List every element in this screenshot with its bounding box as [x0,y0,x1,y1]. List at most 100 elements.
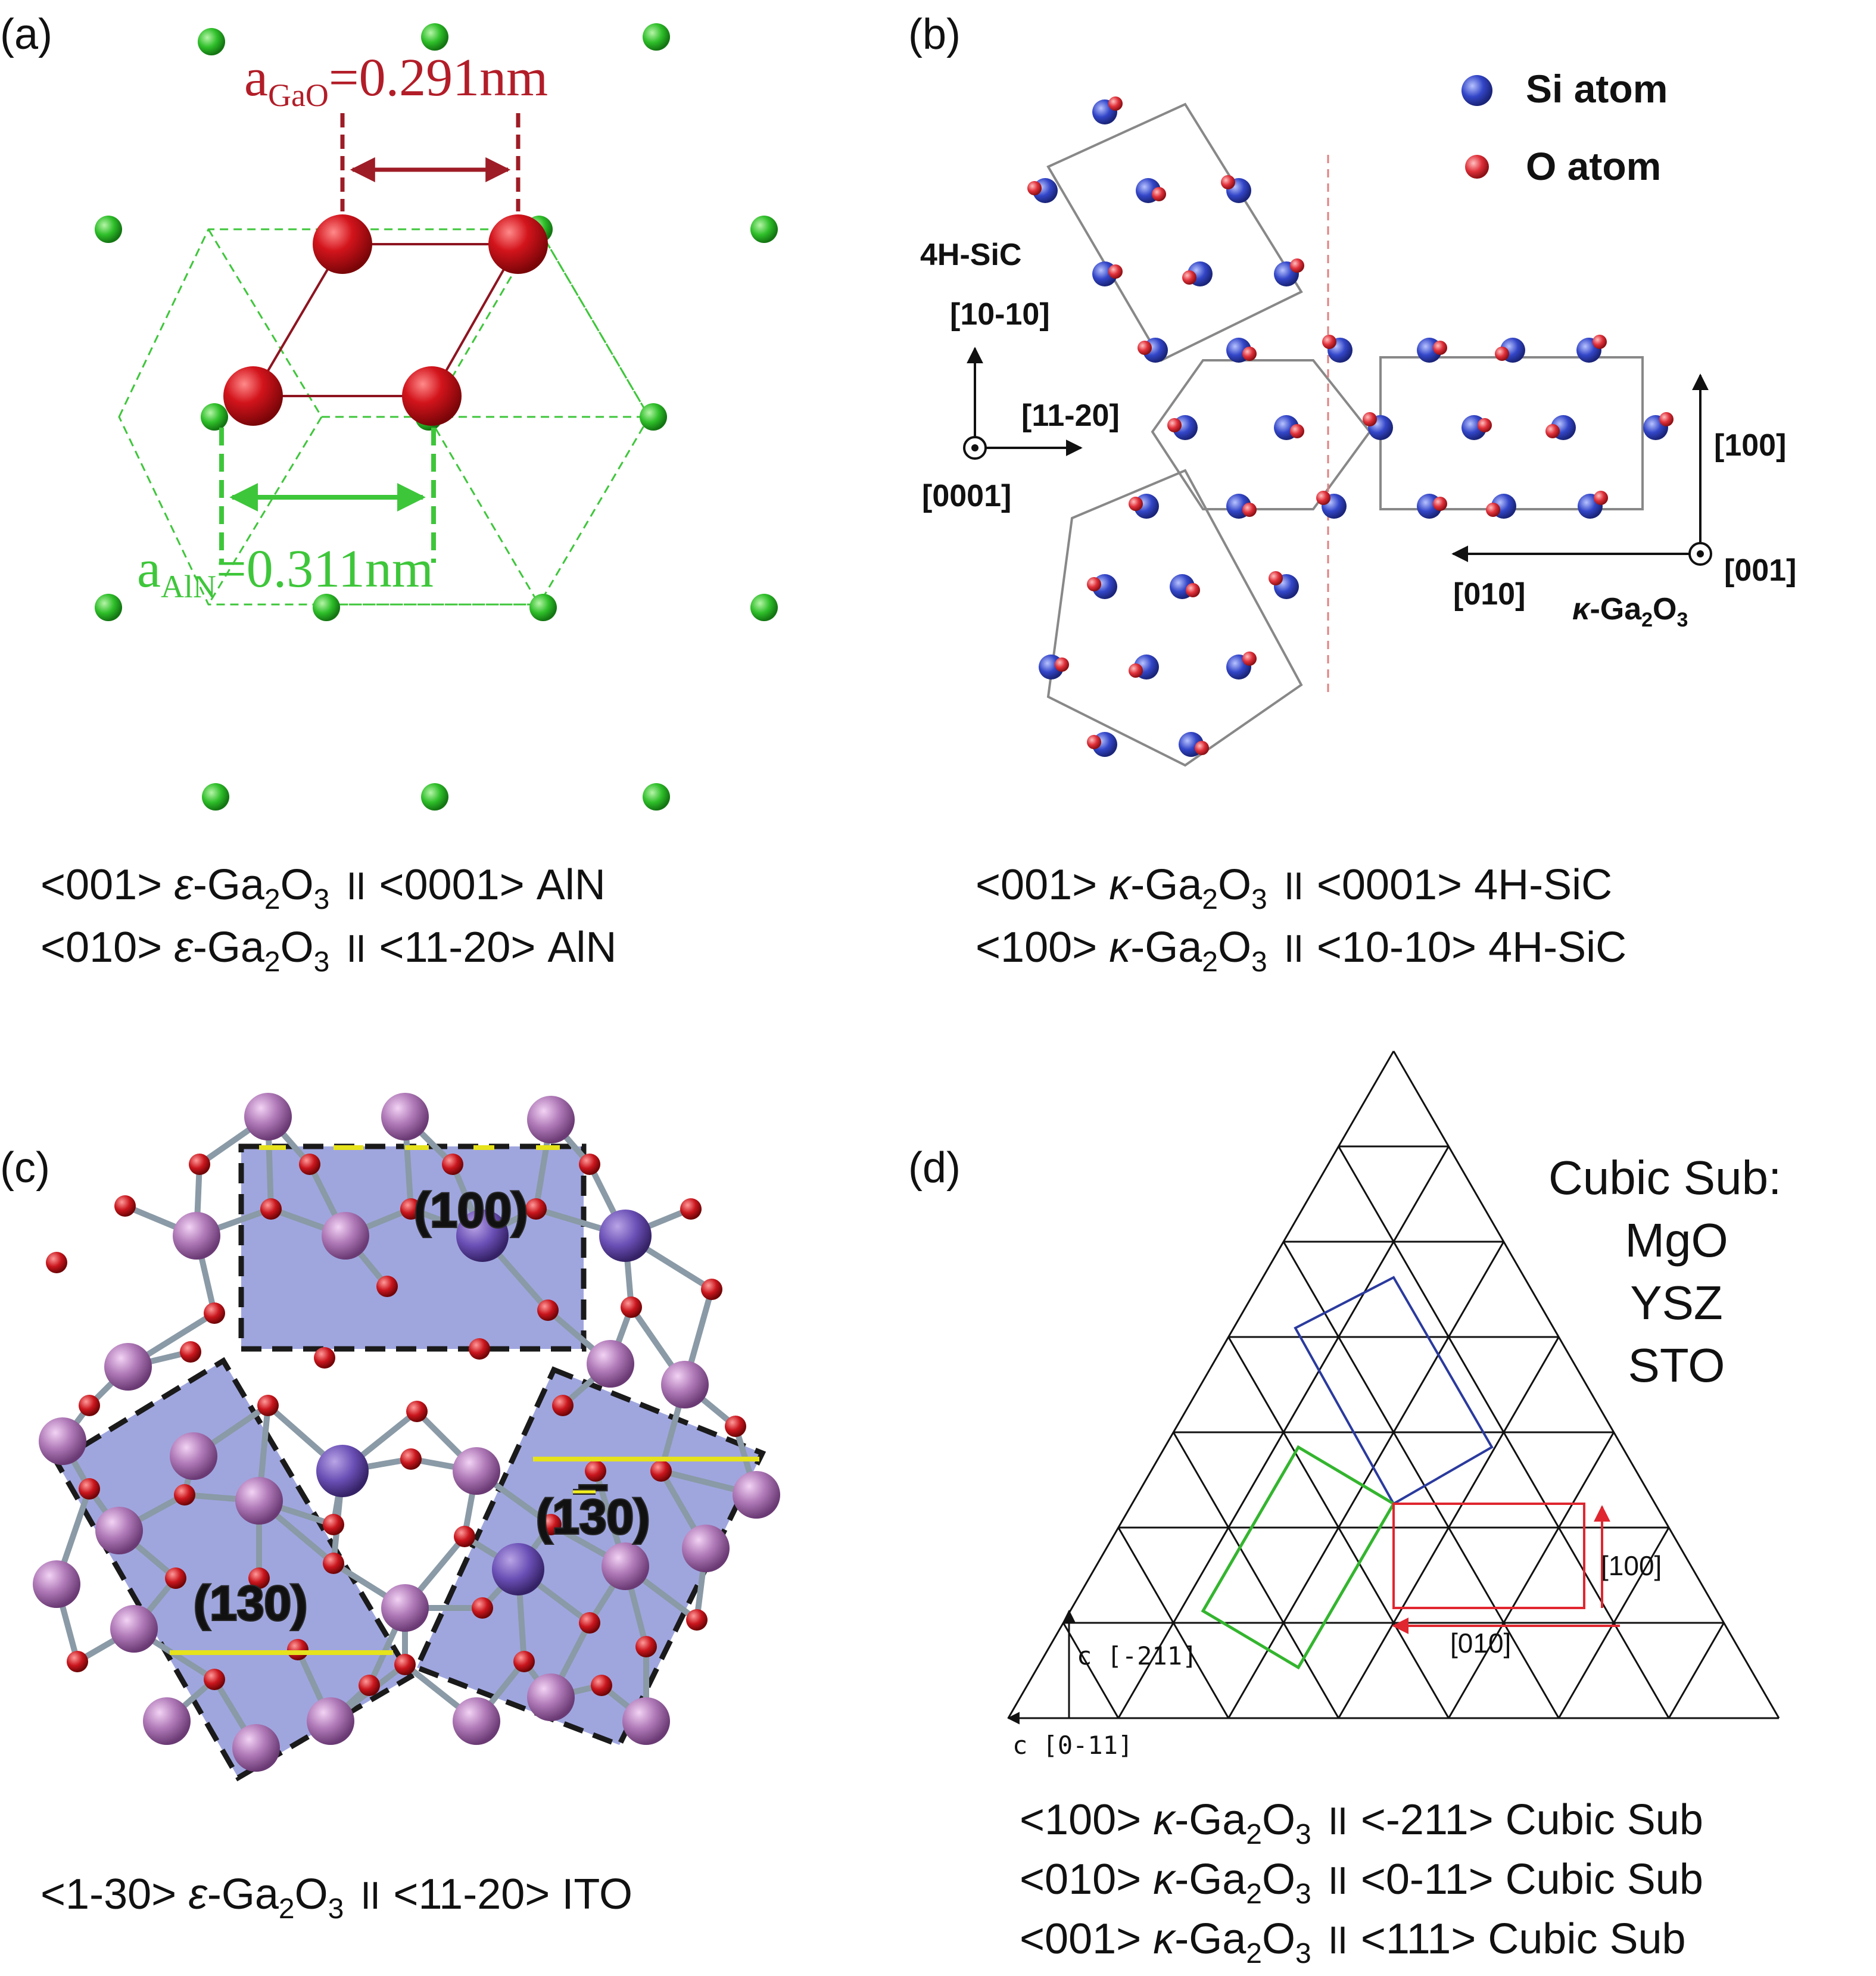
o-atom [174,1484,195,1506]
panel-a-caption-1: <001> ε-Ga2O3 ॥ <0001> AlN [40,861,606,915]
o-atom [1242,652,1257,666]
panel-a: (a) [0,11,778,978]
dir-m211-label: c [-211] [1077,1641,1197,1670]
o-atom [1593,335,1607,349]
in-atom [602,1542,649,1590]
in-atom [527,1096,575,1143]
o-atom [1129,663,1143,678]
o-atom [79,1395,100,1416]
axis-0001-dot [971,444,978,451]
aln-atom [421,783,448,811]
o-atom [1433,497,1447,511]
o-atom [591,1675,612,1696]
legend-si-icon [1461,75,1492,106]
in-atom [170,1432,217,1480]
o-atom [1087,735,1101,749]
o-atom [585,1460,606,1482]
in-atom [307,1697,354,1745]
o-atom [400,1198,422,1220]
grid-line [1392,1051,1780,1719]
o-atom [165,1567,186,1589]
aln-atom [313,594,340,621]
in-atom [143,1697,191,1745]
in-atom [173,1212,220,1260]
in-atom [682,1525,730,1572]
aln-atom [640,403,667,431]
kappa-ga2o3-label: κ-Ga2O3 [1572,592,1688,631]
o-atom [314,1347,335,1369]
o-atom [1152,187,1166,201]
o-atom [1594,491,1608,505]
o-atom [1363,412,1377,426]
in-atom [39,1417,86,1465]
in-atom [381,1093,429,1140]
aln-lattice-label: aAlN=0.311nm [137,540,434,604]
o-atom [621,1296,642,1318]
sic-label: 4H-SiC [920,238,1021,272]
grid-line [1062,1622,1120,1719]
grid-line [1282,1241,1560,1719]
o-atom [260,1198,282,1220]
o-atom [454,1526,475,1547]
o-atom [579,1612,600,1634]
axis-001-dot [1697,550,1704,557]
o-atom [1129,497,1143,511]
o-atom [204,1302,225,1324]
in-atom [453,1697,500,1745]
o-atom [1478,418,1492,432]
o-atom [1087,577,1101,591]
dir-001-label: [001] [1724,553,1796,588]
panel-b: (b) Si atom O atom 4H-SiC [10-10] [11-20… [908,11,1796,978]
legend-si-label: Si atom [1526,67,1668,111]
panel-b-caption-2: <100> κ-Ga2O3 ॥ <10-10> 4H-SiC [976,924,1626,978]
o-atom [46,1252,67,1273]
aln-atom [421,23,448,51]
gao-dimension [340,113,521,211]
legend-o-icon [1465,155,1489,179]
o-atom [650,1460,672,1482]
gao-atom [488,214,548,274]
aln-atom [95,594,122,621]
plane-lines [170,1145,759,1655]
o-atom [552,1395,574,1416]
o-atom [323,1553,344,1574]
gao-atoms [223,214,548,426]
in-atom [492,1543,544,1595]
aln-atom [643,23,670,51]
grid-line [1227,1241,1505,1719]
plane-regions [52,1143,766,1782]
dir-010-label: [010] [1450,1628,1511,1659]
o-atom [680,1198,702,1220]
o-atom [359,1675,380,1696]
o-atom [1167,418,1182,432]
o-atom [1221,175,1235,189]
plane-1b30-region [413,1366,766,1749]
o-atom [525,1198,547,1220]
o-atom [1322,335,1336,349]
panel-d: (d) [100] [010] c [-211] c [0-11] Cubic … [908,1051,1781,1969]
o-atom [180,1341,201,1363]
aln-atom [198,28,225,55]
gao-atom [313,214,372,274]
o-atom [1290,424,1304,438]
o-atom [1055,657,1069,672]
o-atom [406,1401,428,1422]
o-atom [469,1338,490,1360]
o-atom [1290,258,1304,273]
panel-b-tag: (b) [908,11,961,58]
in-atom [322,1212,369,1260]
o-atom [1186,583,1200,597]
o-atom [299,1154,320,1175]
gao-unit-cell [251,243,521,397]
o-atom [1269,571,1283,585]
in-atom [232,1724,280,1772]
grid-line [1448,1432,1615,1719]
dir-0001-label: [0001] [922,479,1011,513]
dir-0m11-label: c [0-11] [1012,1731,1133,1760]
o-atom [1195,741,1209,755]
o-atom [1316,491,1330,505]
aln-atom [95,216,122,243]
in-atom [381,1584,429,1632]
o-atom [1495,347,1509,361]
